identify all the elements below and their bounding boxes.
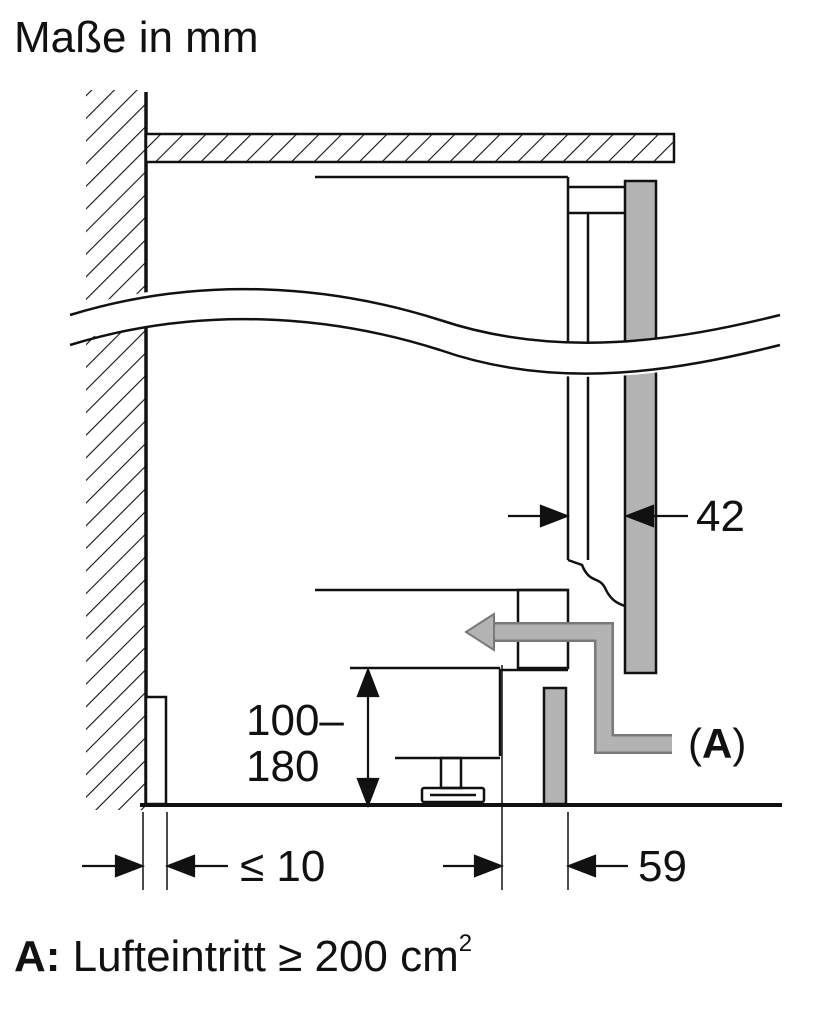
- countertop: [144, 132, 676, 164]
- door-panel: [623, 179, 658, 675]
- dimension-label-180: 180: [246, 742, 319, 791]
- legend: A: Lufteintritt ≥ 200 cm2: [14, 932, 472, 979]
- plinth: [542, 686, 568, 806]
- dimension-plinth-setback: [443, 854, 628, 878]
- legend-key: A:: [14, 932, 61, 981]
- dimension-plinth-height: [356, 666, 380, 809]
- dimension-label-59: 59: [638, 842, 687, 891]
- break-wave: [60, 284, 790, 377]
- dimension-label-100: 100–: [246, 696, 344, 745]
- airflow-arrow: [464, 612, 672, 754]
- extension-lines: [142, 665, 569, 890]
- wall-spacer: [144, 695, 168, 806]
- dimension-panel-thickness: [508, 504, 688, 528]
- dimension-label-42: 42: [696, 492, 745, 541]
- appliance-bottom: [315, 558, 626, 760]
- airflow-marker-label: (A): [688, 720, 746, 767]
- dimension-wall-gap: [82, 854, 228, 878]
- legend-text: Lufteintritt ≥ 200 cm: [72, 932, 459, 981]
- dimension-label-wall-gap: ≤ 10: [240, 842, 325, 891]
- diagram-title: Maße in mm: [14, 13, 258, 62]
- appliance-foot: [420, 756, 486, 804]
- legend-superscript: 2: [458, 930, 473, 957]
- wall: [86, 90, 148, 810]
